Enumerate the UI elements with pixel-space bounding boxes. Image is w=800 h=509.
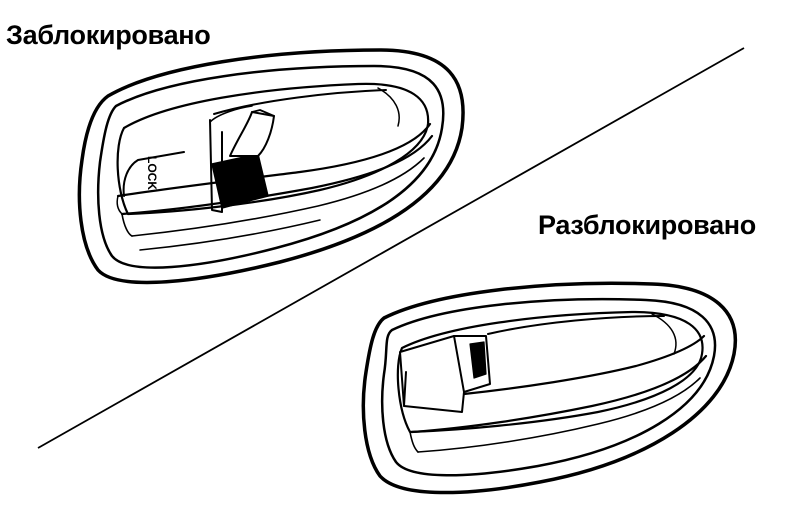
locked-lever-tip	[122, 151, 185, 197]
locked-lock-lever	[211, 153, 269, 209]
diagonal-divider-line	[37, 47, 745, 449]
locked-bezel-outer	[77, 48, 465, 285]
unlocked-pull-bar	[462, 334, 706, 396]
locked-pull-bar	[116, 122, 432, 198]
locked-pull-lever-top	[213, 89, 387, 115]
locked-bezel-inner	[96, 64, 445, 269]
unlocked-bezel-outer	[361, 281, 738, 495]
locked-handle-drawing	[77, 48, 465, 285]
locked-caption: Заблокировано	[6, 20, 211, 50]
unlocked-handle-drawing	[361, 281, 738, 495]
lock-label-text: LOCK	[145, 156, 159, 190]
unlocked-lever-dark-slot	[469, 341, 487, 379]
unlocked-pull-lever-top	[487, 315, 665, 335]
unlocked-caption: Разблокировано	[538, 210, 756, 240]
unlocked-lock-lever	[399, 335, 491, 413]
unlocked-bezel-inner	[380, 297, 717, 477]
